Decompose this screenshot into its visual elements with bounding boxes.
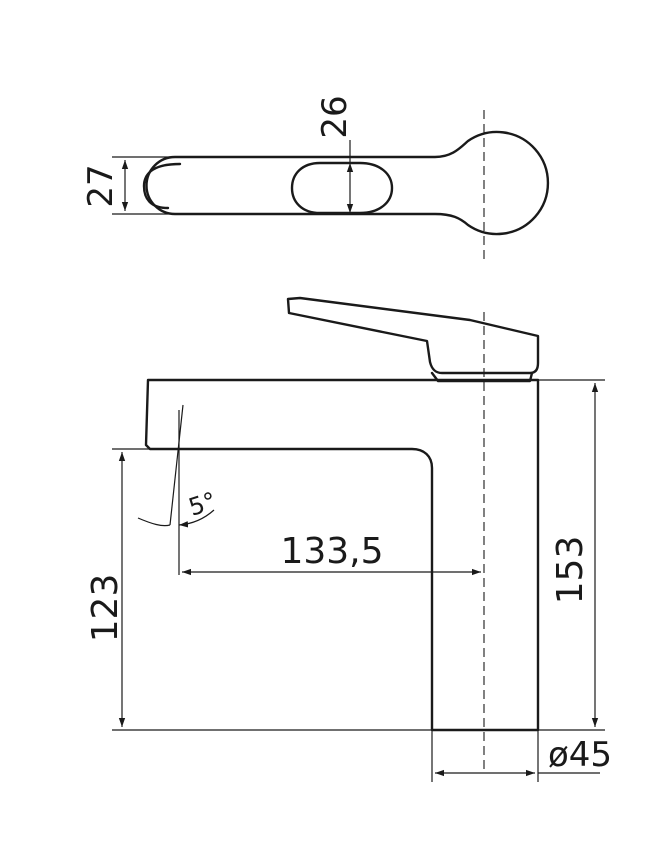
angle-arc-right: [178, 509, 215, 528]
dim-26-label: 26: [315, 95, 355, 138]
faucet-body: [144, 378, 540, 732]
spout-axis-angled: [169, 404, 184, 526]
handle-lever: [286, 296, 540, 375]
top-view: 27 26: [81, 95, 550, 262]
dim-45-label: ø45: [548, 735, 612, 775]
side-view: 5° 133,5 123 153 ø45: [85, 296, 612, 782]
dim-153-label: 153: [550, 536, 591, 605]
dim-27-label: 27: [81, 164, 121, 207]
dim-123-label: 123: [85, 574, 126, 643]
dim-133-label: 133,5: [280, 531, 383, 572]
dim-5deg-label: 5°: [185, 487, 220, 522]
angle-arc: [137, 517, 171, 527]
lever-inner-capsule: [290, 161, 394, 215]
lever-top-outline: [145, 130, 550, 236]
lever-inner-curve-left: [142, 162, 182, 210]
